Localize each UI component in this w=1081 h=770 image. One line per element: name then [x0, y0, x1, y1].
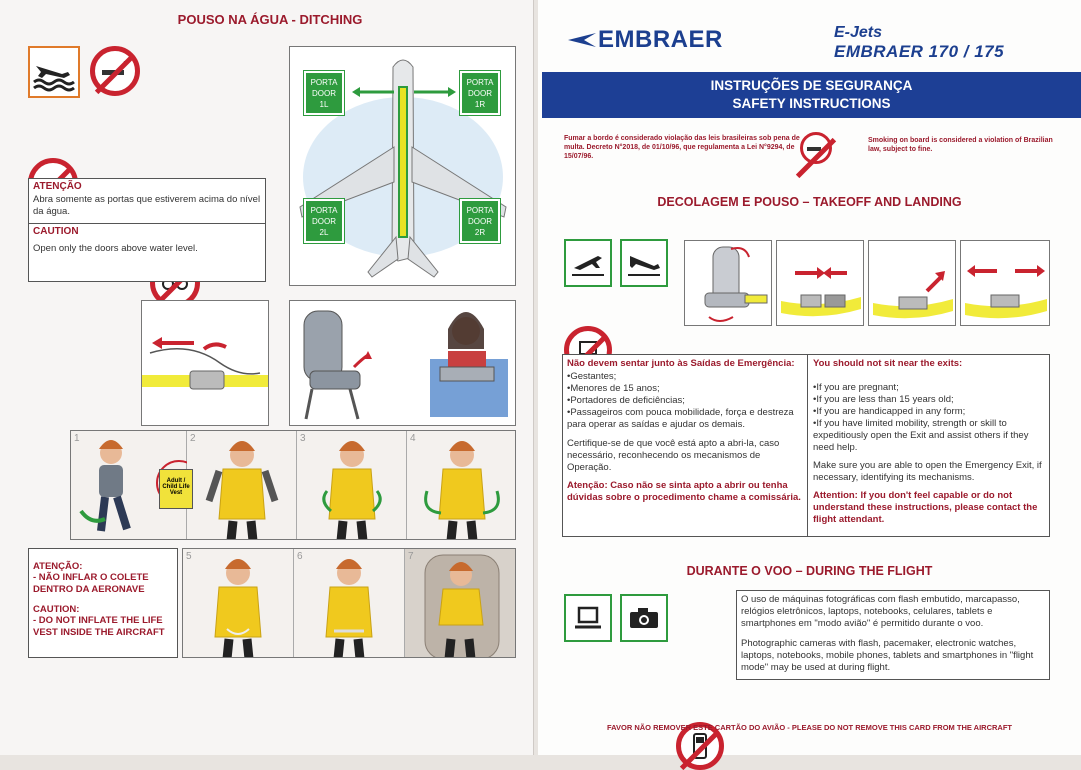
caution-en-title: CAUTION: [29, 223, 265, 239]
laptop-allowed-icon: [564, 594, 612, 642]
no-smoking-icon: [90, 46, 140, 96]
safety-banner: INSTRUÇÕES DE SEGURANÇA SAFETY INSTRUCTI…: [542, 72, 1081, 118]
vest-attention-pt-text: - NÃO INFLAR O COLETE DENTRO DA AERONAVE: [33, 572, 149, 595]
life-vest-steps-row-2: 5 6 7: [182, 548, 516, 658]
exits-en-check: Make sure you are able to open the Emerg…: [813, 460, 1042, 483]
emergency-exit-seating-table: Não devem sentar junto às Saídas de Emer…: [562, 354, 1050, 537]
door-1r-line3: 1R: [474, 99, 486, 109]
exits-en-item: If you are pregnant;: [813, 382, 1045, 394]
door-1r-sign: PORTA DOOR 1R: [459, 70, 501, 116]
door-2l-line1: PORTA: [310, 205, 338, 215]
vest-step-7: 7: [405, 549, 515, 657]
life-vest-steps-row-1: 1 Adult / Child Life Vest 2 3: [70, 430, 516, 540]
flight-pt-text: O uso de máquinas fotográficas com flash…: [741, 594, 1020, 629]
smoking-notice-pt: Fumar a bordo é considerado violação das…: [564, 134, 800, 161]
vest-package-label: Adult / Child Life Vest: [159, 469, 193, 509]
exits-pt-item: Portadores de deficiências;: [567, 395, 803, 407]
door-2r-line3: 2R: [474, 227, 486, 237]
door-2r-sign: PORTA DOOR 2R: [459, 198, 501, 244]
vest-step-1: 1 Adult / Child Life Vest: [71, 431, 202, 539]
seatbelt-open-illustration: [960, 240, 1050, 326]
door-2r-line2: DOOR: [468, 216, 492, 226]
exits-pt-item: Menores de 15 anos;: [567, 383, 803, 395]
exits-pt-item: Passageiros com pouca mobilidade, força …: [567, 407, 803, 431]
right-page: EMBRAER E-Jets EMBRAER 170 / 175 INSTRUÇ…: [538, 0, 1081, 770]
left-page: POUSO NA ÁGUA - DITCHING ATENÇÃO Abra so…: [0, 0, 534, 755]
exits-en-item: If you are less than 15 years old;: [813, 394, 1045, 406]
exits-pt-attention: Atenção: Caso não se sinta apto a abrir …: [567, 480, 801, 503]
embraer-logo: EMBRAER: [562, 26, 723, 54]
exits-pt-list: Gestantes; Menores de 15 anos; Portadore…: [567, 371, 803, 431]
model-title: E-Jets EMBRAER 170 / 175: [834, 24, 1004, 62]
door-2l-line3: 2L: [319, 227, 329, 237]
exits-en-list: If you are pregnant; If you are less tha…: [813, 382, 1045, 454]
vest-step-4: 4: [407, 431, 515, 539]
exits-pt-title: Não devem sentar junto às Saídas de Emer…: [567, 358, 795, 369]
door-1l-sign: PORTA DOOR 1L: [303, 70, 345, 116]
brand-name: EMBRAER: [598, 26, 723, 53]
vest-warning-box: ATENÇÃO: - NÃO INFLAR O COLETE DENTRO DA…: [28, 548, 178, 658]
ditching-title: POUSO NA ÁGUA - DITCHING: [177, 12, 363, 27]
exits-pt-column: Não devem sentar junto às Saídas de Emer…: [563, 355, 808, 536]
step-number-1: 1: [74, 433, 80, 444]
step-number-4: 4: [410, 433, 416, 444]
vest-caution-en-text: - DO NOT INFLATE THE LIFE VEST INSIDE TH…: [33, 615, 165, 638]
exits-en-attention: Attention: If you don't feel capable or …: [813, 490, 1038, 525]
step-number-2: 2: [190, 433, 196, 444]
seatbelt-release-illustration: [141, 300, 269, 426]
ditching-warning-box: ATENÇÃO Abra somente as portas que estiv…: [28, 178, 266, 282]
seatbelt-tighten-illustration: [868, 240, 956, 326]
door-2r-line1: PORTA: [466, 205, 494, 215]
door-1l-line2: DOOR: [312, 88, 336, 98]
camera-allowed-icon: [620, 594, 668, 642]
exits-pt-check: Certifique-se de que você está apto a ab…: [567, 438, 780, 473]
seatbelt-insert-illustration: [776, 240, 864, 326]
aircraft-top-view: [299, 59, 507, 278]
door-1r-line1: PORTA: [466, 77, 494, 87]
ditching-plane-icon: [28, 46, 80, 98]
smoking-notice-pt-text: Fumar a bordo é considerado violação das…: [564, 135, 800, 160]
embraer-swoosh-icon: [568, 33, 596, 47]
during-flight-title: DURANTE O VOO – DURING THE FLIGHT: [686, 564, 933, 578]
exits-pt-item: Gestantes;: [567, 371, 803, 383]
model-line1: E-Jets: [834, 24, 883, 41]
vest-step-6: 6: [294, 549, 405, 657]
exits-en-item: If you have limited mobility, strength o…: [813, 418, 1045, 454]
exits-en-column: You should not sit near the exits: If yo…: [809, 355, 1049, 536]
step-number-5: 5: [186, 551, 192, 562]
flight-en-text: Photographic cameras with flash, pacemak…: [741, 638, 1034, 673]
vest-step-3: 3: [297, 431, 407, 539]
landing-icon: [620, 239, 668, 287]
vest-step-5: 5: [183, 549, 294, 657]
takeoff-icon: [564, 239, 612, 287]
door-2l-sign: PORTA DOOR 2L: [303, 198, 345, 244]
door-1l-line3: 1L: [319, 99, 329, 109]
no-smoking-small-icon: [800, 132, 832, 164]
attention-pt-text: Abra somente as portas que estiverem aci…: [33, 194, 261, 217]
banner-line2: SAFETY INSTRUCTIONS: [732, 96, 891, 111]
banner-line1: INSTRUÇÕES DE SEGURANÇA: [710, 78, 913, 93]
step-number-7: 7: [408, 551, 414, 562]
exits-en-title: You should not sit near the exits:: [813, 358, 963, 369]
model-line2: EMBRAER 170 / 175: [834, 42, 1005, 61]
footer-notice: FAVOR NÃO REMOVER ESTE CARTÃO DO AVIÃO -…: [606, 723, 1012, 732]
seat-cushion-flotation-illustration: [289, 300, 516, 426]
door-2l-line2: DOOR: [312, 216, 336, 226]
step-number-3: 3: [300, 433, 306, 444]
step-number-6: 6: [297, 551, 303, 562]
attention-pt-title: ATENÇÃO: [33, 181, 82, 192]
exits-en-item: If you are handicapped in any form;: [813, 406, 1045, 418]
vest-caution-en-title: CAUTION:: [33, 604, 80, 615]
vest-attention-pt-title: ATENÇÃO:: [33, 561, 83, 572]
door-1l-line1: PORTA: [310, 77, 338, 87]
during-flight-text-box: O uso de máquinas fotográficas com flash…: [736, 590, 1050, 680]
takeoff-landing-title: DECOLAGEM E POUSO – TAKEOFF AND LANDING: [657, 195, 962, 209]
smoking-notice-en: Smoking on board is considered a violati…: [868, 137, 1053, 153]
caution-en-text: Open only the doors above water level.: [33, 243, 198, 254]
vest-step-2: 2: [187, 431, 297, 539]
seat-upright-illustration: [684, 240, 772, 326]
aircraft-doors-diagram: PORTA DOOR 1L PORTA DOOR 1R PORTA DOOR 2…: [289, 46, 516, 286]
door-1r-line2: DOOR: [468, 88, 492, 98]
